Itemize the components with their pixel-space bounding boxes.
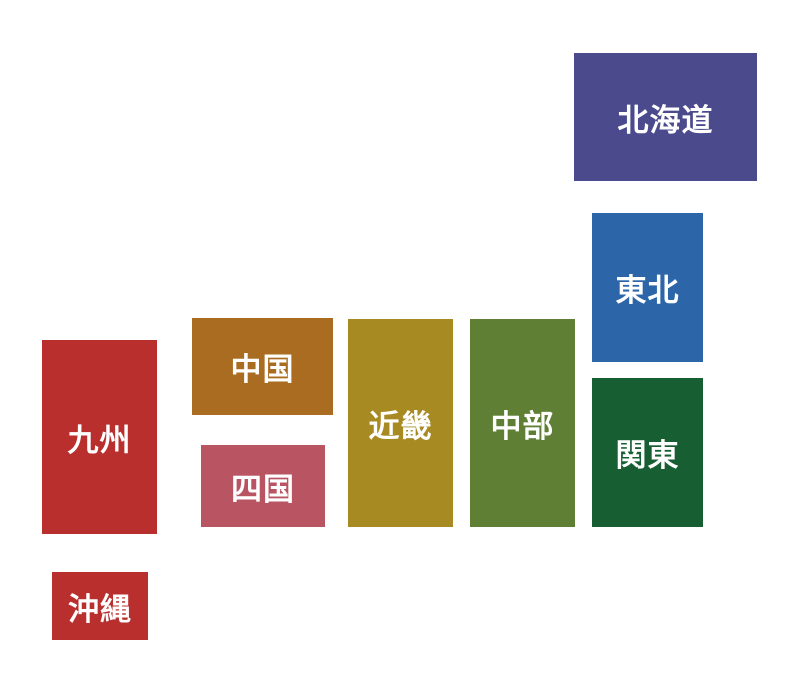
region-kinki[interactable]: 近畿 [348, 319, 453, 527]
region-label: 北海道 [617, 102, 714, 139]
region-label: 中部 [490, 408, 555, 445]
region-label: 沖縄 [68, 591, 132, 628]
region-label: 中国 [230, 352, 295, 388]
region-kanto[interactable]: 関東 [592, 378, 703, 527]
region-label: 関東 [615, 438, 680, 474]
region-tohoku[interactable]: 東北 [592, 213, 703, 362]
region-hokkaido[interactable]: 北海道 [574, 53, 757, 181]
region-chugoku[interactable]: 中国 [192, 318, 333, 415]
region-kyushu[interactable]: 九州 [42, 340, 157, 534]
region-label: 近畿 [368, 408, 433, 445]
region-label: 四国 [231, 471, 295, 508]
region-label: 東北 [615, 273, 680, 309]
region-okinawa[interactable]: 沖縄 [52, 572, 148, 640]
region-chubu[interactable]: 中部 [470, 319, 575, 527]
region-label: 九州 [67, 422, 132, 459]
region-shikoku[interactable]: 四国 [201, 445, 325, 527]
